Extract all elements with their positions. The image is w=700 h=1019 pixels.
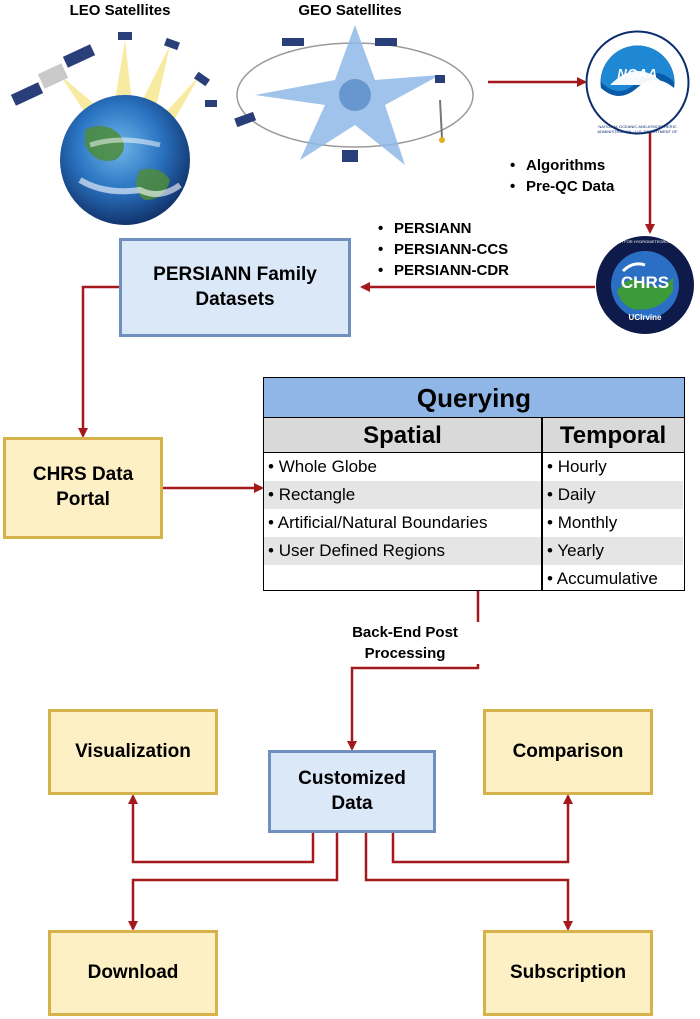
list-item: Daily bbox=[557, 485, 596, 504]
arrow-persiann-to-portal bbox=[78, 285, 119, 438]
list-item: PERSIANN bbox=[378, 218, 509, 239]
list-item: User Defined Regions bbox=[278, 541, 445, 560]
leo-satellites-label: LEO Satellites bbox=[69, 2, 171, 19]
list-item: Monthly bbox=[557, 513, 618, 532]
spatial-row: • User Defined Regions bbox=[264, 537, 541, 565]
chrs-logo: CHRS UCIrvine CENTER FOR HYDROMETEOROLOG… bbox=[595, 233, 695, 338]
process-label: Back-End Post Processing bbox=[330, 622, 480, 664]
geo-satellite-icon bbox=[282, 38, 304, 46]
earth-globe bbox=[60, 95, 190, 225]
temporal-row: • Daily bbox=[543, 481, 683, 509]
temporal-row: • Monthly bbox=[547, 513, 618, 532]
data-portal-box: CHRS Data Portal bbox=[3, 437, 163, 539]
geo-satellite-icon bbox=[375, 38, 397, 46]
customized-data-box: Customized Data bbox=[268, 750, 436, 833]
persiann-family-box: PERSIANN Family Datasets bbox=[119, 238, 351, 337]
arrow-query-to-customized bbox=[347, 591, 480, 751]
arrow-customized-to-visualization bbox=[128, 794, 315, 864]
comparison-box: Comparison bbox=[483, 709, 653, 795]
temporal-row: • Hourly bbox=[547, 457, 607, 476]
satellite-icon bbox=[118, 32, 132, 40]
list-item: Rectangle bbox=[278, 485, 356, 504]
chrs-ring-text: CENTER FOR HYDROMETEOROLOGY & REMOTE SEN… bbox=[606, 239, 684, 245]
list-item: Pre-QC Data bbox=[510, 176, 614, 197]
subscription-box: Subscription bbox=[483, 930, 653, 1016]
visualization-box: Visualization bbox=[48, 709, 218, 795]
list-item: PERSIANN-CDR bbox=[378, 260, 509, 281]
temporal-row: • Yearly bbox=[543, 537, 683, 565]
geo-satellites-illustration bbox=[234, 25, 474, 165]
geo-satellite-icon bbox=[234, 111, 257, 128]
chrs-logo-subtext: UCIrvine bbox=[628, 313, 662, 322]
spatial-row: • Rectangle bbox=[264, 481, 541, 509]
arrow-customized-to-comparison bbox=[391, 794, 573, 864]
temporal-row: • Accumulative bbox=[547, 569, 658, 588]
leo-satellites-illustration bbox=[10, 32, 217, 225]
noaa-logo-text: NOAA bbox=[617, 66, 658, 81]
querying-title: Querying bbox=[264, 378, 684, 418]
satellite-icon bbox=[164, 37, 180, 51]
list-item: PERSIANN-CCS bbox=[378, 239, 509, 260]
list-item: Algorithms bbox=[510, 155, 614, 176]
geo-satellite-icon bbox=[435, 75, 445, 83]
noaa-ring-text: NATIONAL OCEANIC AND ATMOSPHERIC ADMINIS… bbox=[597, 124, 678, 134]
temporal-header: Temporal bbox=[542, 418, 684, 453]
list-item: Hourly bbox=[557, 457, 607, 476]
spatial-row: • Artificial/Natural Boundaries bbox=[268, 513, 488, 532]
spatial-row: • Whole Globe bbox=[268, 457, 377, 476]
arrow-customized-to-download bbox=[128, 833, 339, 931]
column-divider bbox=[541, 418, 543, 590]
spatial-header: Spatial bbox=[264, 418, 541, 453]
chrs-logo-text: CHRS bbox=[620, 273, 670, 292]
satellite-icon bbox=[205, 100, 217, 107]
dataset-list: PERSIANN PERSIANN-CCS PERSIANN-CDR bbox=[378, 218, 509, 281]
satellite-icon bbox=[193, 71, 211, 87]
earth-icon bbox=[339, 79, 371, 111]
querying-table: Querying Spatial Temporal • Whole Globe … bbox=[263, 377, 685, 591]
arrow-customized-to-subscription bbox=[364, 833, 573, 931]
noaa-logo: NOAA NATIONAL OCEANIC AND ATMOSPHERIC AD… bbox=[585, 30, 690, 135]
list-item: Whole Globe bbox=[278, 457, 377, 476]
download-box: Download bbox=[48, 930, 218, 1016]
list-item: Accumulative bbox=[556, 569, 658, 588]
geo-satellites-label: GEO Satellites bbox=[298, 2, 402, 19]
list-item: Artificial/Natural Boundaries bbox=[277, 513, 488, 532]
leo-satellite-icon bbox=[10, 44, 96, 106]
list-item: Yearly bbox=[557, 541, 605, 560]
geo-satellite-icon bbox=[342, 150, 358, 162]
noaa-output-list: Algorithms Pre-QC Data bbox=[510, 155, 614, 197]
